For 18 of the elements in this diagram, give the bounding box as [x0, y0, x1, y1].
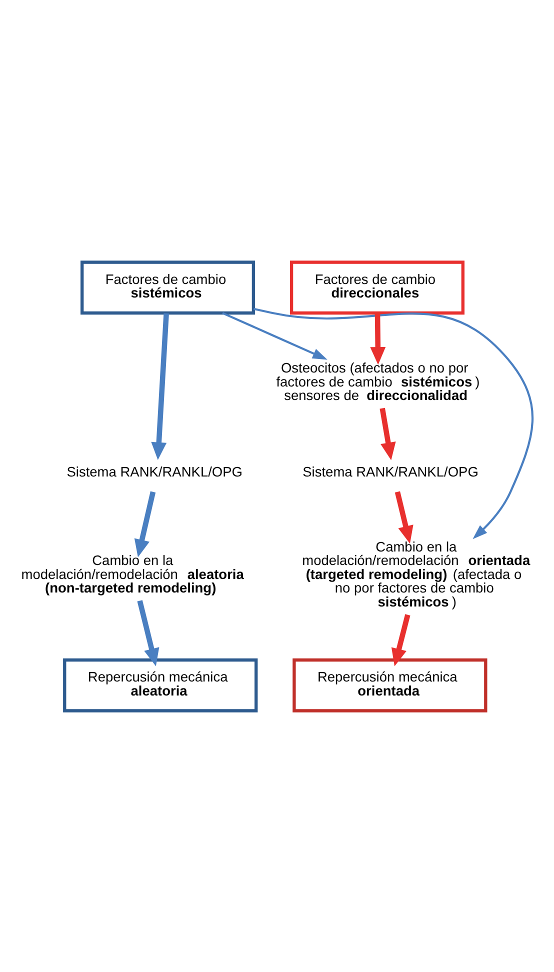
arrow [137, 600, 160, 666]
arrow [394, 490, 414, 544]
node-box: Repercusión mecánica orientada [292, 658, 488, 712]
node-text: Sistema RANK/RANKL/OPG [66, 464, 242, 479]
arrow [254, 307, 534, 539]
node-text: Sistema RANK/RANKL/OPG [302, 464, 478, 479]
node-box: Repercusión mecánica aleatoria [63, 658, 258, 712]
node-text: Osteocitos (afectados o no por factores de cambio sistémicos) sensores de direccionalidad [276, 360, 480, 403]
node-text: Cambio en la modelación/remodelación aleatoria (non-targeted remodeling) [21, 552, 244, 596]
arrow [380, 407, 396, 460]
arrow [222, 312, 328, 360]
arrow [134, 490, 156, 557]
node-text: Cambio en la modelación/remodelación orientada (targeted remodeling) (afectada o no por factores de cambio sistémicos) [302, 538, 530, 609]
node-box: Factores de cambio sistémicos [80, 260, 256, 314]
node-box: Factores de cambio direccionales [290, 260, 464, 314]
arrow [151, 312, 169, 460]
arrow [370, 312, 386, 364]
arrow [391, 614, 410, 666]
